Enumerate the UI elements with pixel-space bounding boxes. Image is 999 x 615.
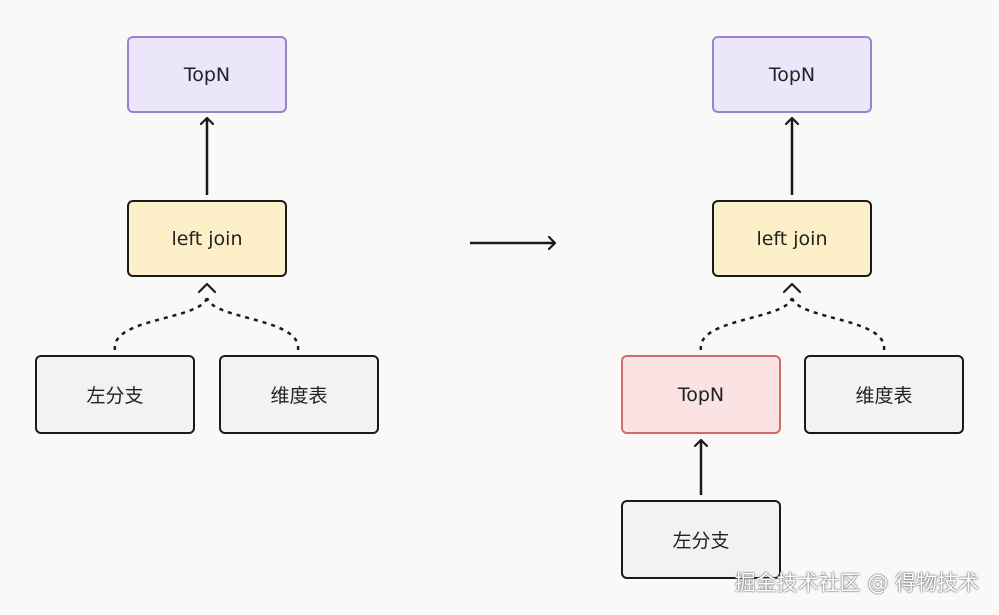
left-dim-table-dotted-connector <box>205 297 300 351</box>
right-topn-node: TopN <box>712 36 872 113</box>
left-topn-label: TopN <box>183 63 231 86</box>
left-dim-table-label: 维度表 <box>270 385 328 407</box>
right-pushed-topn-node: TopN <box>621 355 781 434</box>
left-branch-dotted-connector <box>113 297 209 351</box>
right-dim-table-node: 维度表 <box>804 355 964 434</box>
left-branch-node: 左分支 <box>35 355 195 434</box>
left-join-label: left join <box>171 227 243 250</box>
left-topn-node: TopN <box>127 36 287 113</box>
right-pushed-topn-label: TopN <box>677 383 725 406</box>
right-join-label: left join <box>756 227 828 250</box>
right-topn-label: TopN <box>768 63 816 86</box>
left-join-node: left join <box>127 200 287 277</box>
left-dim-table-node: 维度表 <box>219 355 379 434</box>
right-join-node: left join <box>712 200 872 277</box>
right-dim-table-label: 维度表 <box>855 385 913 407</box>
right-join-input-arrowhead <box>782 282 802 294</box>
watermark: 掘金技术社区 @ 得物技术 <box>734 571 979 595</box>
right-branch-label: 左分支 <box>672 530 730 552</box>
left-join-input-arrowhead <box>197 282 217 294</box>
right-branch-node: 左分支 <box>621 500 781 579</box>
left-branch-label: 左分支 <box>86 385 144 407</box>
right-dim-table-dotted-connector <box>790 297 886 351</box>
right-pushed-topn-dotted-connector <box>699 297 794 351</box>
